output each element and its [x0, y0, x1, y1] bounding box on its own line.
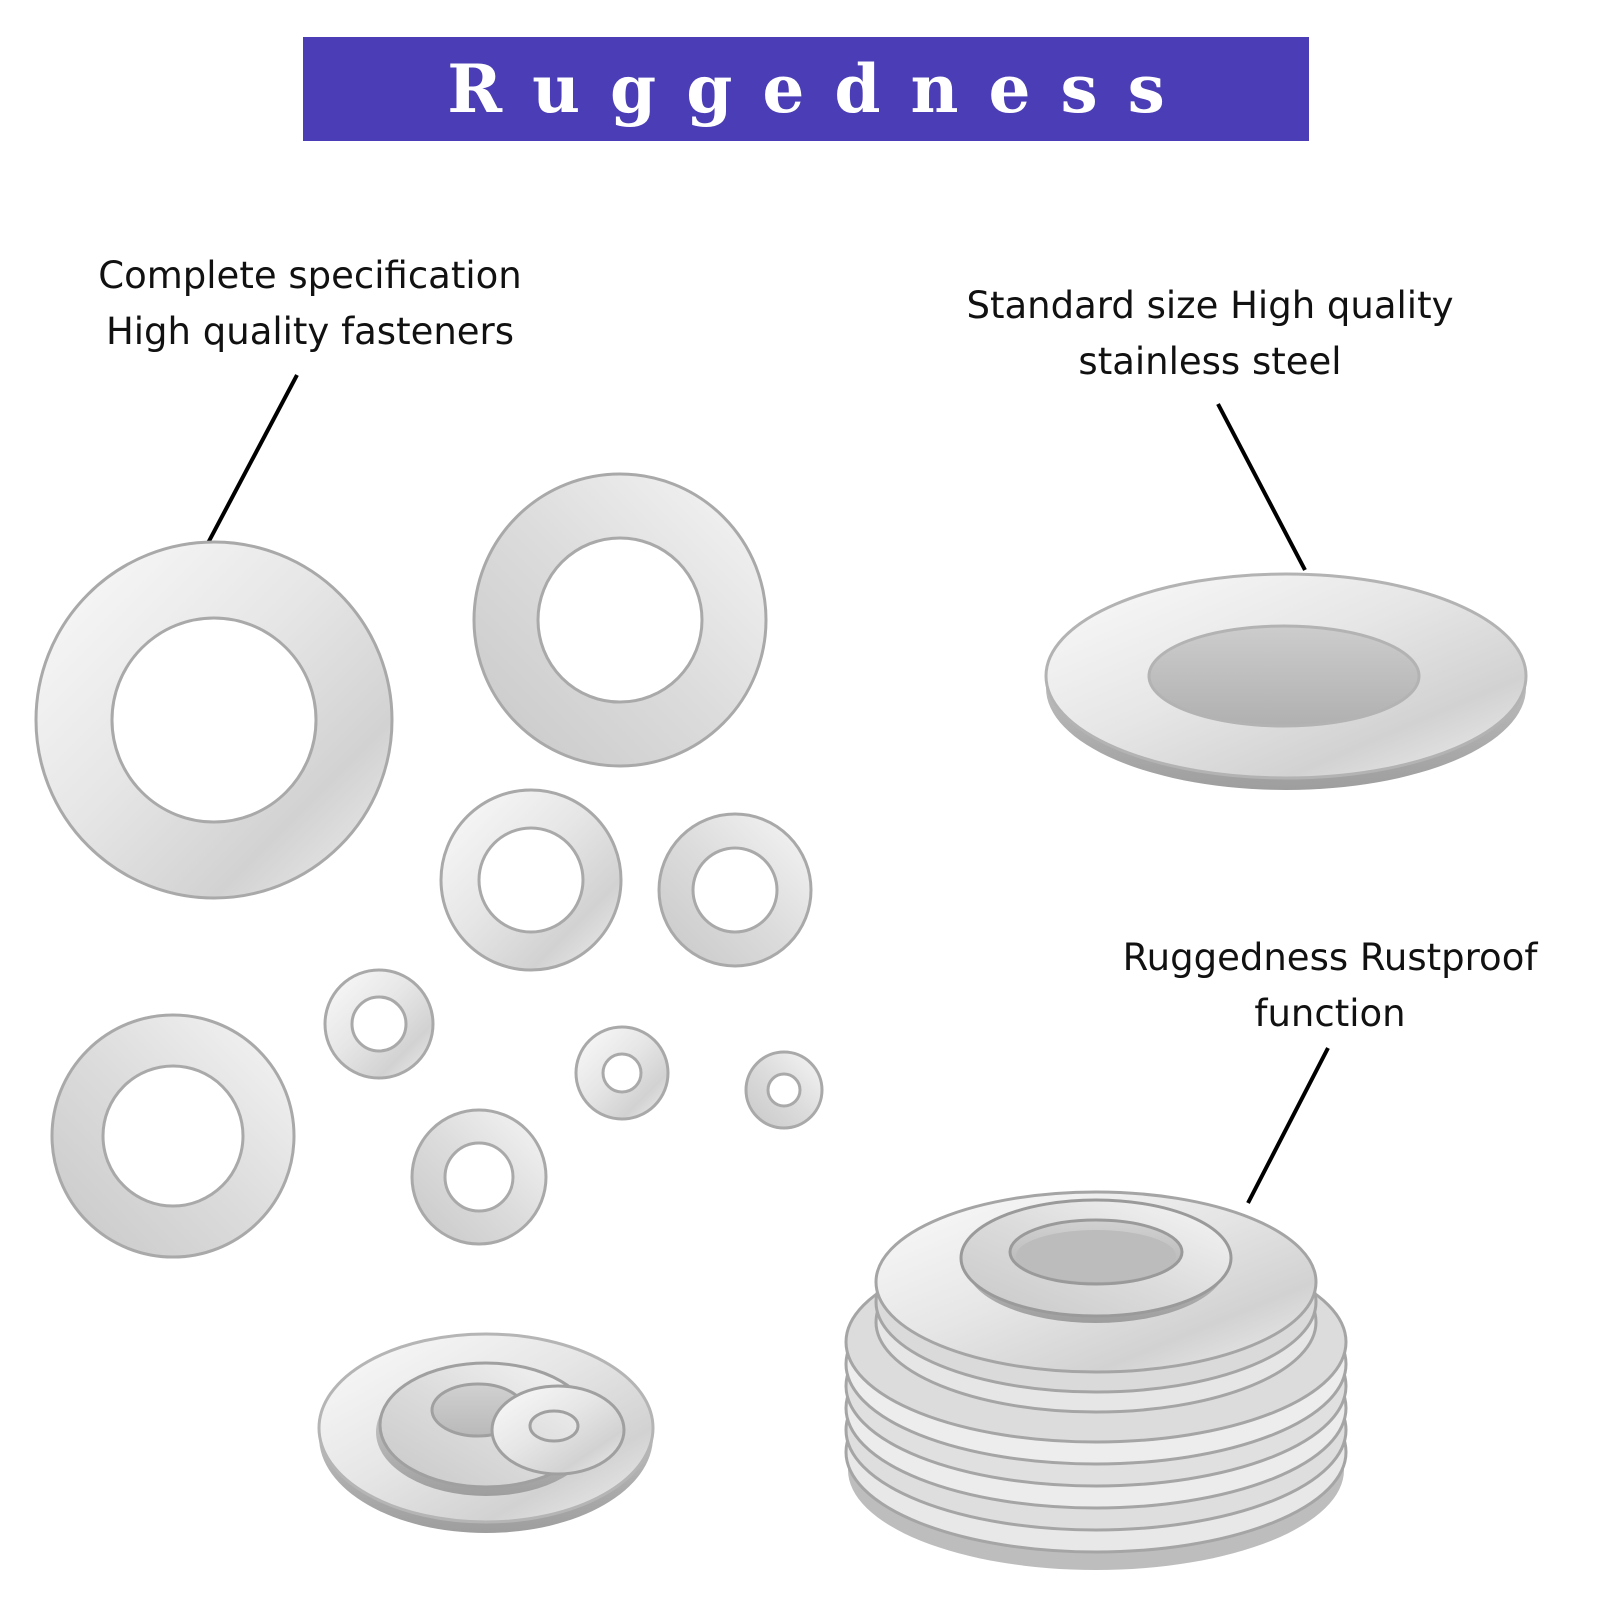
callout-stainless-steel: Standard size High quality stainless ste…	[955, 278, 1465, 390]
banner-title: Ruggedness	[447, 50, 1195, 128]
washer-small-4	[744, 1050, 824, 1130]
callout-line: High quality fasteners	[105, 310, 515, 353]
washer-large-top	[472, 472, 768, 768]
washer-small-3	[574, 1025, 670, 1121]
washer-medium-left	[50, 1013, 296, 1259]
washer-medium-1	[439, 788, 623, 972]
callout-complete-specification: Complete specification High quality fast…	[90, 248, 530, 360]
leader-line-spec	[206, 374, 299, 544]
callout-line: Ruggedness Rustproof	[1122, 936, 1538, 979]
washer-medium-2	[657, 812, 813, 968]
washer-small-2	[410, 1108, 548, 1246]
washer-stack-small	[317, 1332, 655, 1533]
washer-stack-large	[844, 1190, 1348, 1570]
leader-line-rust	[1246, 1047, 1330, 1204]
callout-line: Standard size High quality	[966, 284, 1454, 327]
washer-large-left	[34, 540, 394, 900]
callout-line: function	[1254, 992, 1406, 1035]
callout-line: Complete specification	[98, 254, 522, 297]
callout-line: stainless steel	[1078, 340, 1342, 383]
callout-rustproof: Ruggedness Rustproof function	[1110, 930, 1550, 1042]
washer-small-1	[323, 968, 435, 1080]
washer-tilted-right	[1044, 572, 1528, 790]
title-banner: Ruggedness	[303, 37, 1309, 141]
leader-line-steel	[1216, 403, 1307, 571]
